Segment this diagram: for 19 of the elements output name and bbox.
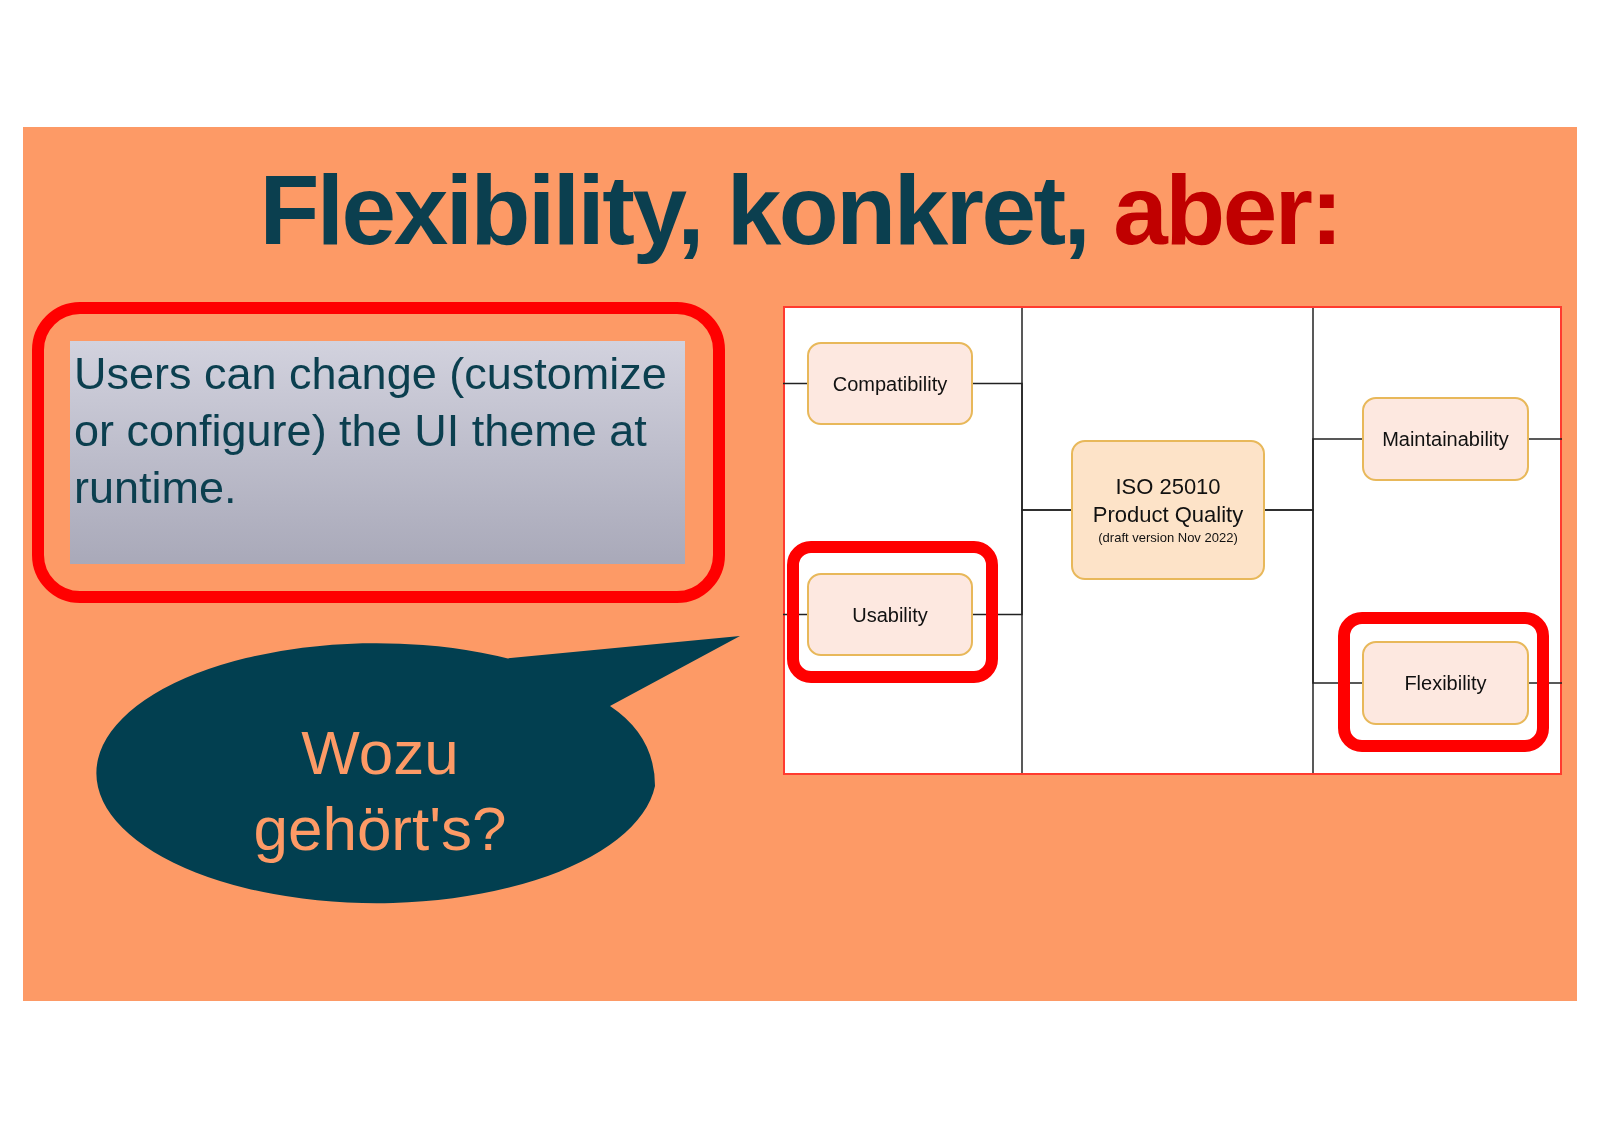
- topic-box: [1362, 397, 1529, 481]
- topic-note: (draft version Nov 2022): [1098, 529, 1238, 547]
- connector-line: [1264, 509, 1363, 684]
- topic-label: Flexibility: [1404, 671, 1487, 695]
- connector-line: [972, 509, 1072, 616]
- topic-label: Usability: [852, 602, 928, 627]
- topic-label: Compatibility: [832, 371, 948, 396]
- note-box: [70, 341, 685, 564]
- connector-line: [1528, 438, 1563, 440]
- topic-label: ISO 25010 Product Quality: [1091, 473, 1245, 529]
- slide-title: Flexibility, konkret, aber:: [258, 154, 1342, 267]
- topic-label: Maintainability: [1382, 427, 1509, 451]
- topic-box: [1362, 641, 1529, 725]
- connector-line: [782, 382, 808, 385]
- topic-box: [807, 573, 973, 656]
- topic-box: [807, 342, 973, 425]
- note-text: Users can change (customize or configure) the UI theme at runtime.: [74, 347, 668, 515]
- bubble-text: Wozu gehört's?: [252, 717, 508, 865]
- central-topic-box: [1071, 440, 1265, 580]
